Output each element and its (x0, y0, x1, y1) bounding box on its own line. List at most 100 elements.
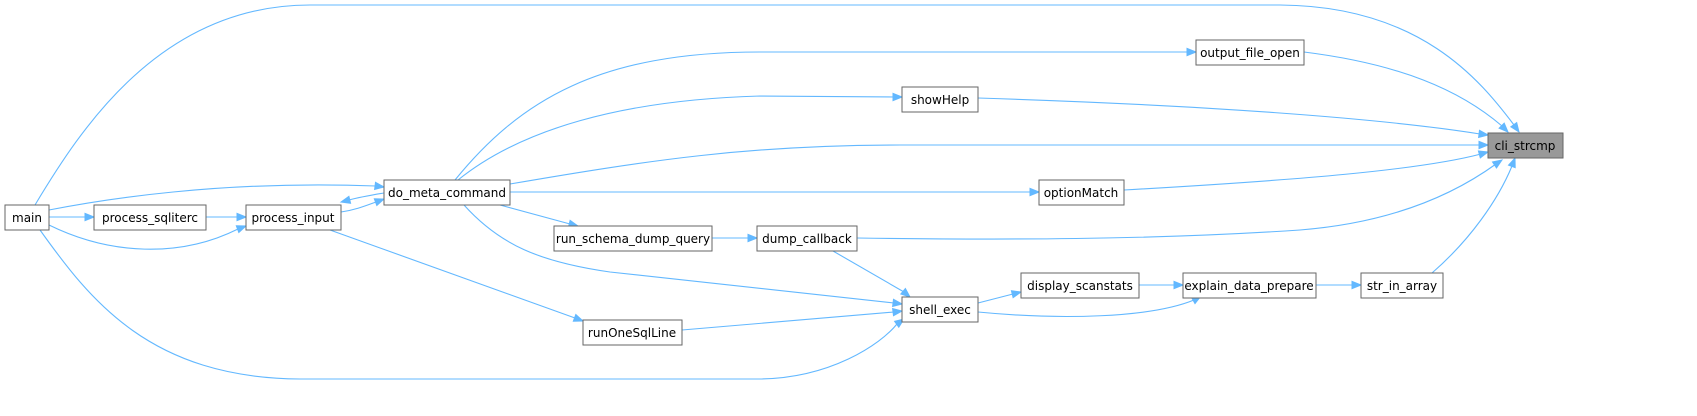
edge-arrowhead (892, 92, 904, 102)
edge-line (454, 51, 1188, 181)
edge-line (977, 293, 1014, 304)
edge-explain-data-prepare-to-str-in-array (1316, 280, 1363, 290)
edge-arrowhead (1186, 47, 1198, 57)
node-process-sqliterc[interactable]: process_sqliterc (93, 204, 207, 231)
edge-line (832, 250, 905, 293)
edge-arrowhead (1010, 290, 1023, 299)
node-explain-data-prepare-label: explain_data_prepare (1184, 279, 1313, 293)
edge-dump-callback-to-shell-exec (832, 250, 912, 298)
node-do-meta-command-label: do_meta_command (388, 186, 506, 200)
edge-arrowhead (1478, 129, 1490, 139)
edges-layer (34, 4, 1520, 380)
edge-arrowhead (1351, 280, 1363, 290)
edge-do-meta-command-to-optionmatch (510, 187, 1041, 197)
edge-arrowhead (1491, 159, 1504, 169)
edge-line (499, 204, 571, 225)
node-dump-callback[interactable]: dump_callback (756, 225, 858, 252)
edge-do-meta-command-to-output-file-open (454, 47, 1198, 181)
node-main-label: main (12, 211, 42, 225)
edge-do-meta-command-to-showhelp (457, 92, 904, 181)
edge-process-input-to-do-meta-command (340, 198, 386, 213)
edge-arrowhead (1173, 280, 1185, 290)
edge-arrowhead (1478, 140, 1490, 150)
edge-line (39, 229, 898, 380)
edge-arrowhead (1498, 122, 1509, 133)
node-runonesqlline[interactable]: runOneSqlLine (582, 319, 683, 346)
edge-do-meta-command-to-run-schema-dump-query (499, 204, 580, 228)
edge-shell-exec-to-display-scanstats (977, 290, 1023, 304)
node-explain-data-prepare[interactable]: explain_data_prepare (1182, 272, 1317, 299)
node-showhelp-label: showHelp (911, 93, 969, 107)
edge-main-to-cli-strcmp (34, 4, 1520, 206)
node-process-input[interactable]: process_input (245, 204, 342, 231)
node-process-input-label: process_input (252, 211, 335, 225)
node-cli-strcmp[interactable]: cli_strcmp (1487, 132, 1564, 159)
node-runonesqlline-label: runOneSqlLine (588, 326, 676, 340)
node-str-in-array-label: str_in_array (1367, 279, 1437, 293)
edge-line (329, 229, 576, 319)
edge-display-scanstats-to-explain-data-prepare (1139, 280, 1185, 290)
node-optionmatch[interactable]: optionMatch (1038, 179, 1125, 206)
edge-shell-exec-to-explain-data-prepare (977, 295, 1203, 317)
edge-arrowhead (892, 307, 904, 317)
edge-line (856, 163, 1497, 240)
node-do-meta-command[interactable]: do_meta_command (383, 179, 511, 206)
edge-line (340, 201, 377, 213)
edge-main-to-shell-exec (39, 229, 906, 380)
node-run-schema-dump-query-label: run_schema_dump_query (556, 232, 710, 246)
edge-optionmatch-to-cli-strcmp (1123, 150, 1490, 191)
edge-arrowhead (1029, 187, 1041, 197)
edge-main-to-process-sqliterc (49, 212, 96, 222)
node-display-scanstats-label: display_scanstats (1027, 279, 1133, 293)
node-process-sqliterc-label: process_sqliterc (102, 211, 198, 225)
edge-line (1431, 165, 1513, 274)
edge-arrowhead (892, 298, 904, 308)
node-display-scanstats[interactable]: display_scanstats (1020, 272, 1140, 299)
edge-line (977, 299, 1195, 317)
node-run-schema-dump-query[interactable]: run_schema_dump_query (553, 225, 713, 252)
edge-run-schema-dump-query-to-dump-callback (712, 233, 759, 243)
edge-line (463, 204, 895, 304)
edge-line (48, 224, 239, 250)
edge-arrowhead (1507, 156, 1516, 169)
edge-line (509, 144, 1480, 185)
edge-arrowhead (747, 233, 759, 243)
node-cli-strcmp-label: cli_strcmp (1495, 139, 1556, 153)
edge-line (48, 184, 377, 211)
node-output-file-open[interactable]: output_file_open (1195, 39, 1305, 66)
edge-main-to-process-input (48, 224, 248, 250)
edge-line (348, 192, 385, 201)
edge-line (1303, 51, 1503, 127)
edge-arrowhead (235, 225, 248, 234)
edge-line (681, 311, 895, 331)
edge-line (977, 97, 1481, 135)
edge-runonesqlline-to-shell-exec (681, 307, 904, 331)
edge-do-meta-command-to-process-input (339, 192, 385, 204)
node-shell-exec[interactable]: shell_exec (901, 296, 979, 323)
edge-process-sqliterc-to-process-input (206, 212, 248, 222)
edge-arrowhead (339, 195, 352, 204)
edge-str-in-array-to-cli-strcmp (1431, 156, 1516, 274)
edge-process-input-to-runonesqlline (329, 229, 585, 322)
edge-do-meta-command-to-shell-exec (463, 204, 904, 308)
node-showhelp[interactable]: showHelp (901, 86, 979, 113)
edge-arrowhead (374, 181, 386, 191)
edge-arrowhead (1509, 121, 1520, 134)
edge-line (457, 95, 895, 181)
node-main[interactable]: main (4, 204, 50, 231)
edge-line (34, 4, 1515, 206)
edge-do-meta-command-to-cli-strcmp (509, 140, 1490, 185)
edge-arrowhead (84, 212, 96, 222)
node-dump-callback-label: dump_callback (762, 232, 852, 246)
edge-arrowhead (373, 198, 386, 207)
edge-arrowhead (1477, 150, 1490, 159)
node-output-file-open-label: output_file_open (1200, 46, 1300, 60)
node-shell-exec-label: shell_exec (909, 303, 971, 317)
node-str-in-array[interactable]: str_in_array (1360, 272, 1444, 299)
edge-showhelp-to-cli-strcmp (977, 97, 1490, 139)
edge-arrowhead (236, 212, 248, 222)
edge-arrowhead (899, 287, 912, 298)
edge-line (1123, 153, 1482, 191)
nodes-layer: main process_sqliterc process_input do_m… (4, 39, 1564, 346)
